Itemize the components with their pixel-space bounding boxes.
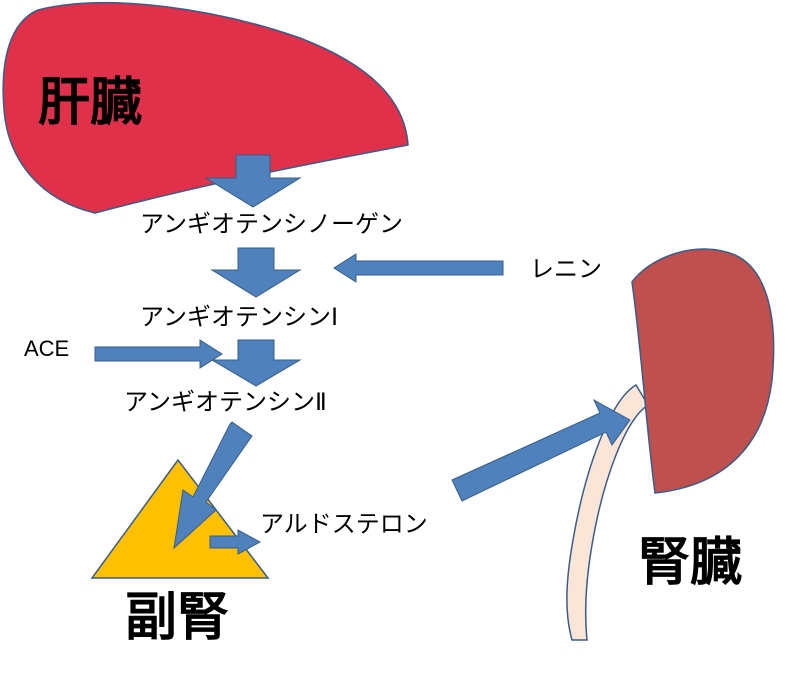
renin-label: レニン: [530, 255, 602, 283]
angiotensinogen-label: アンギオテンシノーゲン: [140, 210, 403, 238]
arrow-renin: [333, 253, 504, 283]
aldosterone-label: アルドステロン: [260, 510, 428, 538]
arrow-angiotensinogen-to-angiotensin-1: [210, 247, 302, 298]
angiotensin-1-label: アンギオテンシンⅠ: [140, 303, 338, 331]
kidney-shape: [631, 248, 775, 494]
arrow-liver-to-angiotensinogen: [204, 154, 302, 208]
ureter-shape: [566, 383, 650, 641]
arrow-ace: [94, 339, 223, 369]
adrenal-label: 副腎: [125, 588, 229, 648]
liver-label: 肝臓: [38, 73, 142, 133]
angiotensin-2-label: アンギオテンシンⅡ: [124, 388, 327, 416]
kidney-label: 腎臓: [638, 533, 742, 593]
arrow-adrenal-to-aldosterone: [209, 529, 262, 555]
arrow-aldosterone-to-kidney: [451, 398, 631, 502]
arrow-angiotensin-1-to-angiotensin-2: [210, 339, 302, 387]
liver-shape: [2, 2, 409, 214]
ace-label: ACE: [24, 336, 69, 361]
arrow-angiotensin-2-to-adrenal: [173, 421, 253, 550]
